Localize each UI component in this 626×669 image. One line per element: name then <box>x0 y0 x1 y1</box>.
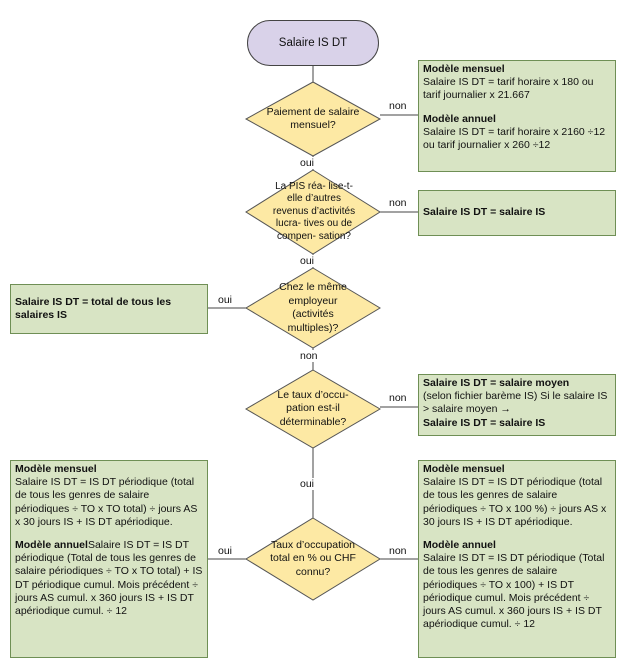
box-montant-modele: Modèle mensuel Salaire IS DT = tarif hor… <box>418 60 616 172</box>
label-non-2: non <box>389 197 407 209</box>
start-label: Salaire IS DT <box>278 37 348 49</box>
decision-shape-2 <box>245 169 381 255</box>
decision-4-text: Le taux d’occu- pation est-il déterminab… <box>277 388 349 428</box>
label-non-4: non <box>389 392 407 404</box>
box1-title-mensuel: Modèle mensuel <box>423 63 505 75</box>
decision-3-text: Chez le même employeur (activités multip… <box>279 281 347 334</box>
box1-text-mensuel: Salaire IS DT = tarif horaire x 180 ou t… <box>423 76 594 102</box>
box5-title-annuel: Modèle annuel <box>15 539 88 552</box>
box5-text-mensuel: Salaire IS DT = IS DT périodique (total … <box>15 476 198 528</box>
box4-text: (selon fichier barème IS) Si le salaire … <box>423 390 608 416</box>
label-oui-5: oui <box>218 545 233 557</box>
label-oui-2: oui <box>300 255 315 267</box>
start-terminal: Salaire IS DT <box>247 20 379 66</box>
box2-title: Salaire IS DT = salaire IS <box>423 206 546 219</box>
box6-text-mensuel: Salaire IS DT = IS DT périodique (total … <box>423 476 607 528</box>
box3-title: Salaire IS DT = total de tous les salair… <box>15 295 172 321</box>
decision-2-text: La PIS réa- lise-t-elle d’autres revenus… <box>272 180 356 242</box>
box4-title2: Salaire IS DT = salaire IS <box>423 416 546 429</box>
box1-title-annuel: Modèle annuel <box>423 112 496 125</box>
label-oui-3: oui <box>218 294 233 306</box>
label-oui-4: oui <box>300 478 315 490</box>
box-total-salaires: Salaire IS DT = total de tous les salair… <box>10 284 208 334</box>
label-non-5: non <box>389 545 407 557</box>
label-non-3: non <box>300 350 318 362</box>
box6-title-annuel: Modèle annuel <box>423 539 496 552</box>
box6-title-mensuel: Modèle mensuel <box>423 463 505 475</box>
box4-title: Salaire IS DT = salaire moyen <box>423 377 570 389</box>
box-salaire-moyen: Salaire IS DT = salaire moyen (selon fic… <box>418 374 616 436</box>
box6-text-annuel: Salaire IS DT = IS DT périodique (Total … <box>423 552 605 631</box>
decision-shape-5 <box>245 517 381 601</box>
box5-title-mensuel: Modèle mensuel <box>15 463 97 475</box>
box5-text-annuel: Salaire IS DT = IS DT périodique (Total … <box>15 539 203 618</box>
decision-5-text: Taux d’occupation total en % ou CHF conn… <box>270 538 356 578</box>
decision-shape-1 <box>244 81 382 157</box>
box-non-modeles: Modèle mensuel Salaire IS DT = IS DT pér… <box>418 460 616 658</box>
label-oui-1: oui <box>300 157 315 169</box>
label-non-1: non <box>389 100 407 112</box>
decision-1-text: Paiement de salaire mensuel? <box>266 105 360 132</box>
decision-shape-3 <box>245 267 381 349</box>
box-oui-modeles: Modèle mensuel Salaire IS DT = IS DT pér… <box>10 460 208 658</box>
decision-shape-4 <box>245 369 381 449</box>
box-salaire-is: Salaire IS DT = salaire IS <box>418 190 616 236</box>
box1-text-annuel: Salaire IS DT = tarif horaire x 2160 ÷12… <box>423 125 606 152</box>
